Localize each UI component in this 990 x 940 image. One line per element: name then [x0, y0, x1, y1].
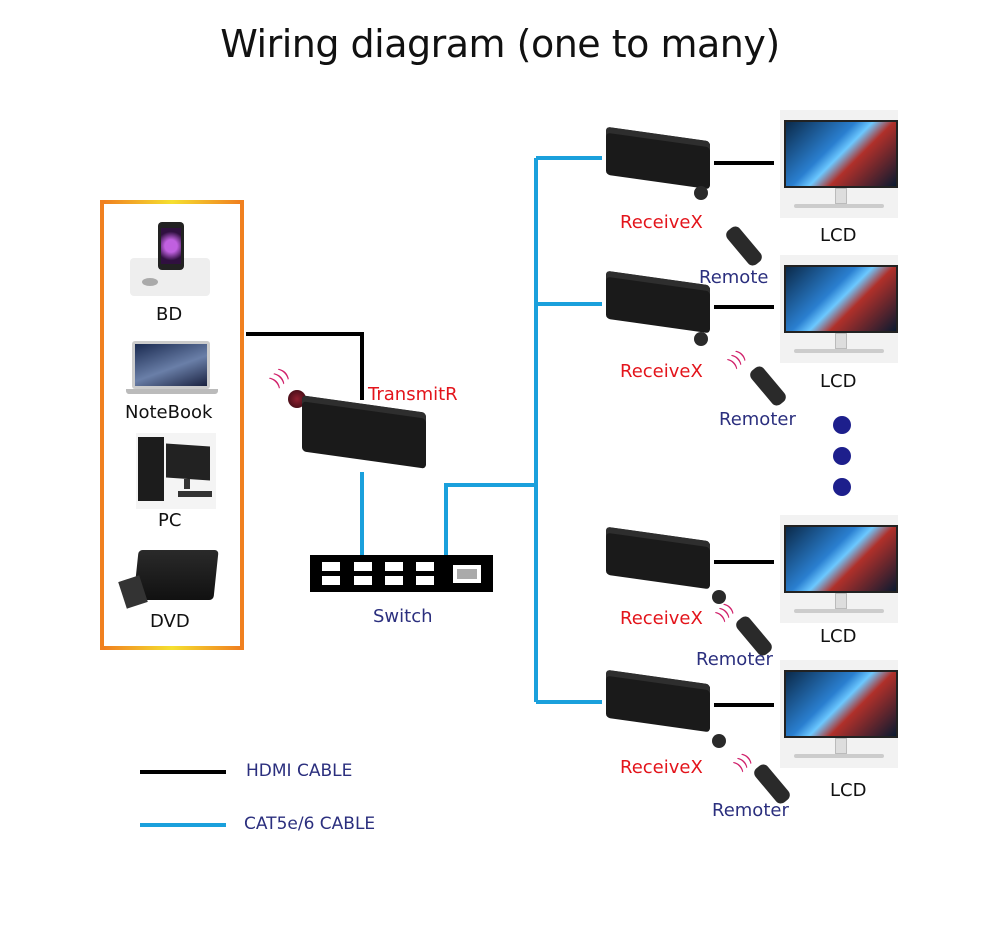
lcd-label-3: LCD	[820, 626, 857, 647]
ir-receiver-icon	[288, 390, 306, 408]
ir-emitter-icon	[694, 186, 708, 200]
bd-player-dock-icon	[130, 220, 210, 298]
lcd-monitor-1	[780, 110, 898, 218]
receiver-label-3: ReceiveX	[620, 608, 703, 629]
hdmi-cable-source-to-transmitter	[246, 332, 364, 400]
source-label-dvd: DVD	[150, 611, 190, 632]
legend-hdmi-swatch	[140, 770, 226, 774]
remote-label-3: Remoter	[696, 649, 773, 670]
ir-emitter-icon	[712, 734, 726, 748]
cat-cable-switch-to-trunk	[444, 483, 536, 556]
dvd-player-icon	[118, 550, 219, 610]
source-label-notebook: NoteBook	[125, 402, 213, 423]
remote-label-1: Remote	[699, 267, 769, 288]
transmitter-label: TransmitR	[368, 384, 458, 405]
lcd-monitor-2	[780, 255, 898, 363]
lcd-label-2: LCD	[820, 371, 857, 392]
lcd-label-1: LCD	[820, 225, 857, 246]
more-receivers-dot	[833, 416, 851, 434]
legend-cat-swatch	[140, 823, 226, 827]
remote-label-2: Remoter	[719, 409, 796, 430]
ir-emitter-icon	[694, 332, 708, 346]
lcd-label-4: LCD	[830, 780, 867, 801]
receiver-label-2: ReceiveX	[620, 361, 703, 382]
laptop-icon	[126, 341, 218, 395]
desktop-pc-icon	[136, 433, 216, 509]
lcd-monitor-4	[780, 660, 898, 768]
source-devices-box	[100, 200, 244, 650]
switch-label: Switch	[373, 606, 433, 627]
source-label-pc: PC	[158, 510, 182, 531]
legend-cat-label: CAT5e/6 CABLE	[244, 814, 376, 834]
more-receivers-dot	[833, 478, 851, 496]
receiver-label-1: ReceiveX	[620, 212, 703, 233]
diagram-title: Wiring diagram (one to many)	[220, 22, 780, 66]
legend-hdmi-label: HDMI CABLE	[246, 761, 353, 781]
network-switch[interactable]	[310, 555, 493, 592]
lcd-monitor-3	[780, 515, 898, 623]
receiver-label-4: ReceiveX	[620, 757, 703, 778]
source-label-bd: BD	[156, 304, 183, 325]
more-receivers-dot	[833, 447, 851, 465]
remote-label-4: Remoter	[712, 800, 789, 821]
ir-emitter-icon	[712, 590, 726, 604]
